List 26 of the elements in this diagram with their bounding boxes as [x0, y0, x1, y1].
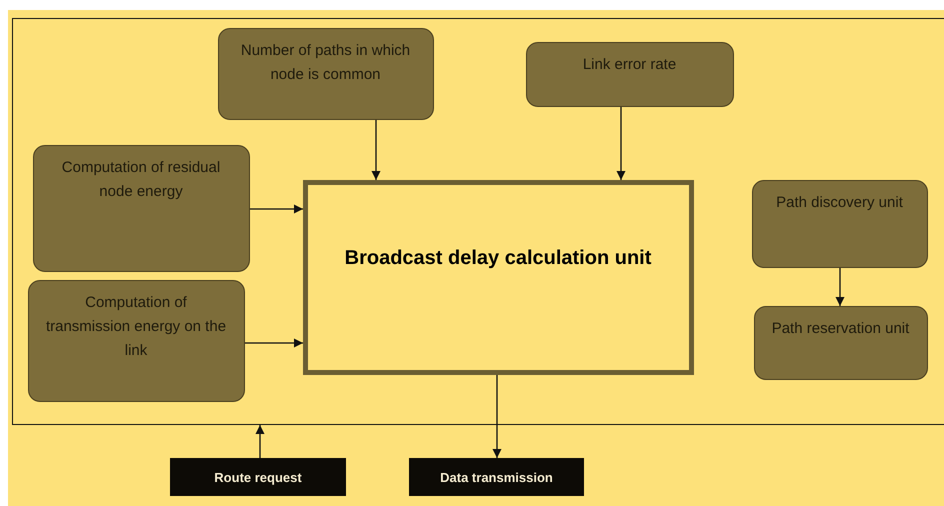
arrow	[245, 338, 303, 348]
signal-box	[170, 458, 346, 496]
process-box	[526, 42, 734, 106]
arrow	[255, 425, 265, 458]
node-label: Data transmission	[440, 470, 553, 484]
node-label: Computation of residual node energy	[60, 158, 222, 202]
node-label: Path reservation unit	[772, 318, 910, 338]
node-label: Computation of transmission energy on the link	[44, 292, 228, 360]
arrow	[250, 204, 303, 214]
arrow	[616, 107, 626, 180]
process-box	[754, 306, 928, 380]
process-box	[752, 180, 928, 268]
arrow	[371, 120, 381, 180]
signal-box	[409, 458, 584, 496]
main-unit-box	[302, 180, 694, 374]
process-box	[32, 144, 250, 272]
process-box	[28, 280, 244, 402]
arrow	[835, 268, 845, 306]
arrow	[492, 375, 502, 458]
node-label: Number of paths in which node is common	[240, 40, 412, 84]
frame-box	[12, 18, 944, 425]
node-label: Route request	[214, 470, 302, 484]
node-label: Broadcast delay calculation unit	[344, 246, 652, 270]
process-box	[218, 28, 434, 120]
node-label: Link error rate	[582, 54, 676, 74]
node-label: Path discovery unit	[776, 192, 903, 212]
